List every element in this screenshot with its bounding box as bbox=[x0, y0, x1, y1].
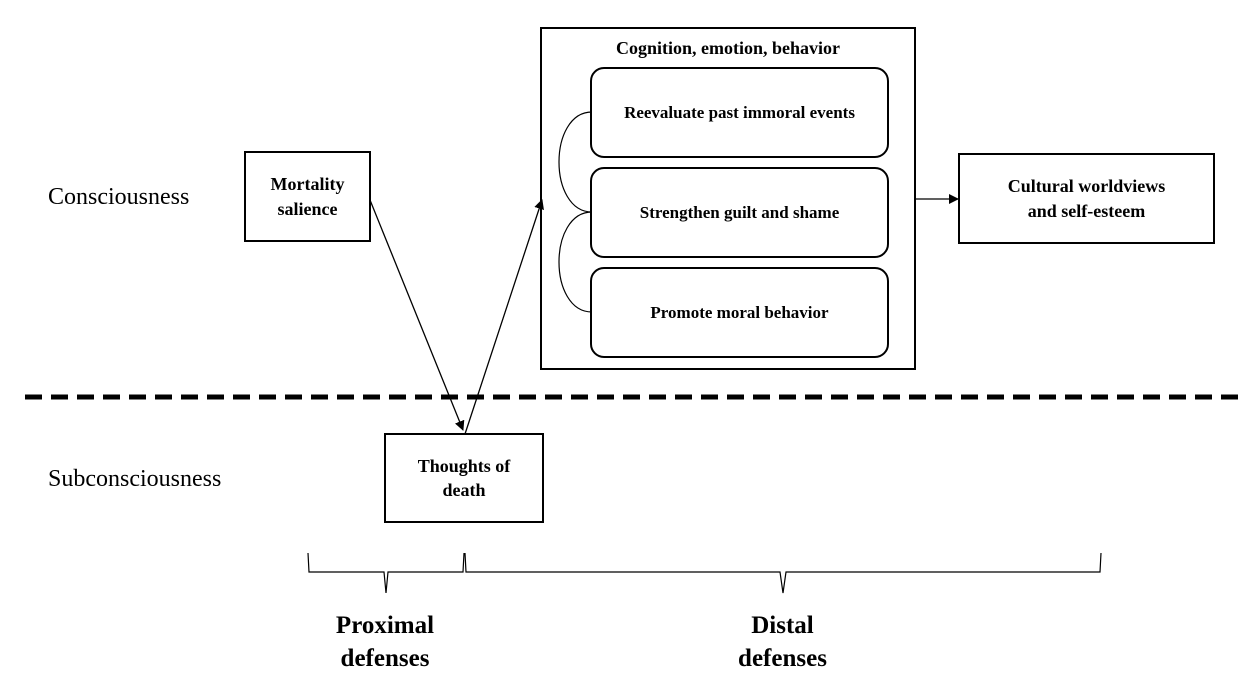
proximal-defenses-label: Proximal defenses bbox=[335, 612, 435, 672]
distal-brace bbox=[464, 552, 1102, 594]
subconsciousness-label: Subconsciousness bbox=[48, 466, 222, 492]
cognition-group-title: Cognition, emotion, behavior bbox=[615, 38, 840, 58]
mortality-salience-box: Mortality salience bbox=[244, 151, 371, 242]
cognition-group-box bbox=[540, 27, 916, 370]
reevaluate-box: Reevaluate past immoral events bbox=[590, 67, 889, 158]
distal-defenses-label: Distal defenses bbox=[738, 612, 827, 672]
arrow-mortality-to-thoughts bbox=[369, 199, 465, 431]
consciousness-label: Consciousness bbox=[48, 184, 190, 210]
strengthen-box: Strengthen guilt and shame bbox=[590, 167, 889, 258]
proximal-brace bbox=[307, 552, 465, 594]
link-reevaluate-strengthen bbox=[558, 111, 593, 213]
thoughts-of-death-box: Thoughts of death bbox=[384, 433, 544, 523]
cultural-worldviews-box: Cultural worldviews and self-esteem bbox=[958, 153, 1215, 244]
link-strengthen-promote bbox=[558, 211, 593, 313]
promote-box: Promote moral behavior bbox=[590, 267, 889, 358]
arrow-thoughts-to-cognition bbox=[464, 199, 544, 435]
